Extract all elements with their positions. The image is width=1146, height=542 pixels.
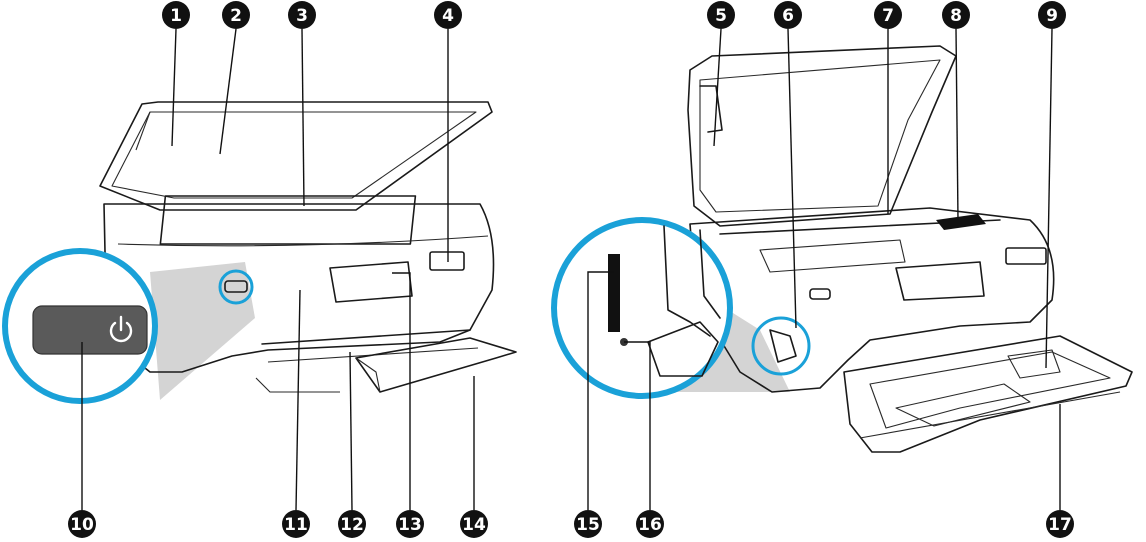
svg-text:5: 5: [715, 6, 727, 26]
leader-lines: [81, 28, 1061, 511]
cartridge-access-door: [687, 45, 957, 227]
svg-text:7: 7: [882, 6, 894, 26]
printer-body-left: [103, 203, 495, 373]
svg-text:11: 11: [284, 515, 308, 535]
callout-10: 10: [68, 510, 96, 538]
callout-9: 9: [1038, 1, 1066, 29]
svg-text:10: 10: [70, 515, 94, 535]
left-zoom-cone: [150, 262, 255, 400]
svg-text:15: 15: [576, 515, 600, 535]
callout-6: 6: [774, 1, 802, 29]
callouts: 1 2 3 4 5 6 7 8 9 10 11 12 13 14 15 16 1…: [68, 1, 1074, 538]
svg-text:9: 9: [1046, 6, 1058, 26]
usb-zoom-ring: [218, 269, 254, 305]
svg-text:14: 14: [462, 515, 486, 535]
callout-15: 15: [574, 510, 602, 538]
card-slot-ring: [751, 316, 811, 376]
callout-16: 16: [636, 510, 664, 538]
scanner-glass: [159, 195, 417, 245]
callout-12: 12: [338, 510, 366, 538]
callout-17: 17: [1046, 510, 1074, 538]
svg-text:3: 3: [296, 6, 308, 26]
memory-card-zoom-ring: [551, 217, 733, 399]
right-printer: [551, 45, 1133, 453]
usb-port: [224, 280, 248, 293]
paper-tray: [843, 335, 1133, 453]
left-printer: [2, 101, 517, 404]
callout-5: 5: [707, 1, 735, 29]
svg-text:17: 17: [1048, 515, 1072, 535]
printer-body-right: [689, 207, 1055, 393]
svg-text:2: 2: [230, 6, 242, 26]
power-button[interactable]: [32, 305, 148, 355]
svg-text:8: 8: [950, 6, 962, 26]
callout-14: 14: [460, 510, 488, 538]
callout-8: 8: [942, 1, 970, 29]
power-icon: [109, 315, 133, 343]
svg-text:13: 13: [398, 515, 422, 535]
callout-1: 1: [162, 1, 190, 29]
svg-text:12: 12: [340, 515, 364, 535]
callout-13: 13: [396, 510, 424, 538]
scanner-lid: [99, 101, 493, 211]
svg-text:1: 1: [170, 6, 182, 26]
svg-text:16: 16: [638, 515, 662, 535]
callout-11: 11: [282, 510, 310, 538]
print-carriage: [936, 214, 986, 230]
memory-card-slot: [608, 254, 620, 332]
control-panel-display: [329, 261, 413, 303]
callout-7: 7: [874, 1, 902, 29]
svg-text:4: 4: [442, 6, 454, 26]
callout-2: 2: [222, 1, 250, 29]
svg-text:6: 6: [782, 6, 794, 26]
callout-4: 4: [434, 1, 462, 29]
output-extender: [355, 337, 517, 393]
callout-3: 3: [288, 1, 316, 29]
